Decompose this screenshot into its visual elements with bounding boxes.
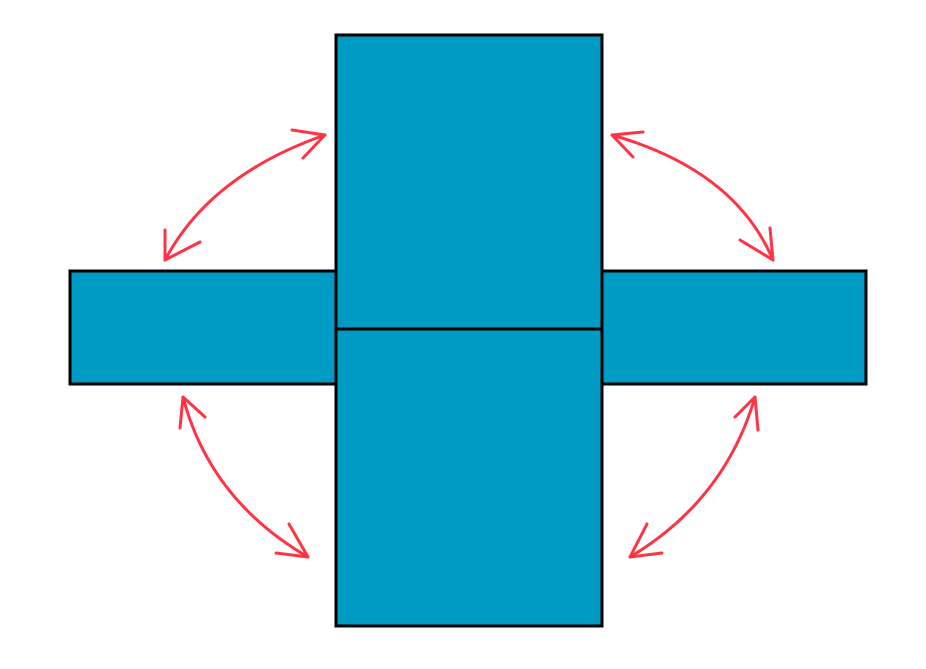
upper-left-arrow-head-end bbox=[290, 128, 327, 160]
left-arm-panel bbox=[68, 269, 338, 386]
upper-right-arrow-head-start bbox=[610, 130, 645, 159]
lower-left-double-arrow bbox=[178, 395, 310, 559]
upper-left-arrow-curve bbox=[163, 133, 327, 262]
upper-right-arrow-curve bbox=[610, 133, 775, 262]
lower-center-panel bbox=[334, 327, 604, 628]
lower-right-double-arrow bbox=[628, 395, 760, 559]
lower-right-arrow-curve bbox=[628, 395, 757, 559]
upper-center-panel bbox=[334, 33, 604, 331]
upper-left-arrow-head-start bbox=[163, 228, 202, 262]
upper-right-double-arrow bbox=[610, 130, 775, 262]
lower-left-arrow-head-end bbox=[274, 522, 310, 559]
upper-right-arrow-head-end bbox=[738, 226, 775, 262]
lower-right-arrow-head-start bbox=[733, 395, 760, 432]
lower-left-arrow-curve bbox=[181, 395, 310, 559]
right-arm-panel bbox=[600, 269, 868, 386]
lower-right-arrow-head-end bbox=[628, 522, 664, 559]
lower-left-arrow-head-start bbox=[178, 395, 207, 430]
upper-left-double-arrow bbox=[163, 128, 327, 262]
